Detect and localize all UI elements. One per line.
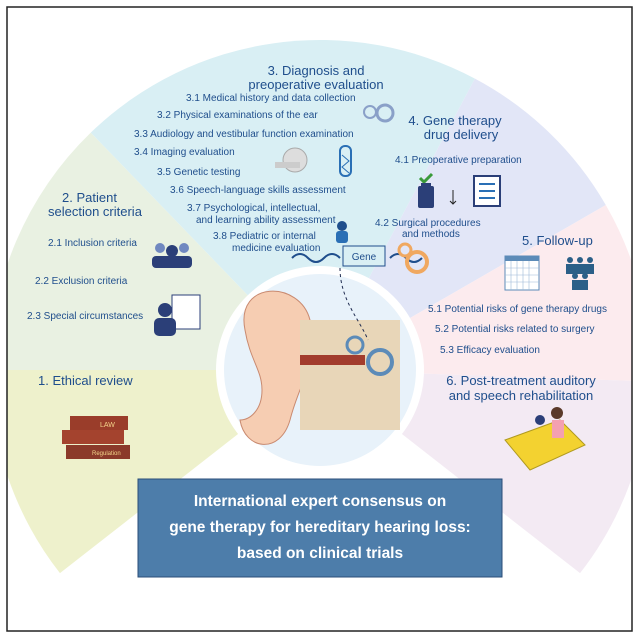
- section2-item: 2.1 Inclusion criteria: [48, 238, 137, 249]
- sector-s3: [90, 39, 475, 370]
- section2-item: 2.2 Exclusion criteria: [35, 276, 128, 287]
- checklist-icon: [473, 175, 501, 207]
- section2-title: 2. Patient: [62, 190, 117, 205]
- medicine-bottle-icon: [418, 172, 434, 208]
- law-books-icon: LAW Regulation: [62, 416, 130, 459]
- section3-title: 3. Diagnosis and: [268, 63, 365, 78]
- baby-icon: [336, 221, 348, 243]
- section6-title: and speech rehabilitation: [449, 388, 594, 403]
- section4-item: 4.2 Surgical procedures: [375, 218, 481, 229]
- section4-title: drug delivery: [424, 127, 499, 142]
- section3-item: 3.1 Medical history and data collection: [186, 93, 356, 104]
- doctor-form-icon: [154, 294, 201, 336]
- section3-item: 3.4 Imaging evaluation: [134, 147, 235, 158]
- section3-item: 3.7 Psychological, intellectual,: [187, 203, 320, 214]
- section5-item: 5.3 Efficacy evaluation: [440, 345, 540, 356]
- section4-item: and methods: [402, 229, 460, 240]
- section2-title: selection criteria: [48, 204, 143, 219]
- book-label: Regulation: [92, 451, 121, 457]
- section3-item: 3.3 Audiology and vestibular function ex…: [134, 129, 354, 140]
- calendar-icon: [504, 255, 540, 291]
- gene-box: [342, 245, 386, 267]
- section4-item: 4.1 Preoperative preparation: [395, 155, 522, 166]
- section3-item: 3.5 Genetic testing: [157, 167, 240, 178]
- banner-line: gene therapy for hereditary hearing loss…: [169, 519, 470, 536]
- book-label: LAW: [100, 422, 115, 429]
- mri-scanner-icon: [275, 147, 308, 173]
- patient-group-icon: [152, 243, 192, 268]
- section1-title: 1. Ethical review: [38, 373, 133, 388]
- section3-item: 3.8 Pediatric or internal: [213, 231, 316, 242]
- section4-title: 4. Gene therapy: [408, 113, 502, 128]
- section3-item: medicine evaluation: [232, 243, 320, 254]
- section2-item: 2.3 Special circumstances: [27, 311, 143, 322]
- rehabilitation-scene-icon: [504, 407, 586, 471]
- section3-item: and learning ability assessment: [196, 215, 336, 226]
- section3-title: preoperative evaluation: [248, 77, 383, 92]
- section6-title: 6. Post-treatment auditory: [446, 373, 596, 388]
- section3-item: 3.2 Physical examinations of the ear: [157, 110, 318, 121]
- banner-line: based on clinical trials: [237, 545, 403, 562]
- ear-illustration: [239, 253, 423, 445]
- section5-item: 5.1 Potential risks of gene therapy drug…: [428, 304, 607, 315]
- frame-border: [6, 6, 633, 632]
- section5-item: 5.2 Potential risks related to surgery: [435, 324, 595, 335]
- cochlea-icon: [397, 242, 429, 274]
- section5-title: 5. Follow-up: [522, 233, 593, 248]
- section3-item: 3.6 Speech-language skills assessment: [170, 185, 346, 196]
- title-banner: [137, 478, 503, 578]
- arrow-down-icon: [449, 190, 457, 205]
- test-tube-icon: [339, 145, 352, 177]
- banner-line: International expert consensus on: [194, 493, 446, 510]
- inner-ear-icon: [363, 103, 395, 123]
- gene-label: Gene: [352, 252, 377, 263]
- people-group-icon: [566, 257, 594, 290]
